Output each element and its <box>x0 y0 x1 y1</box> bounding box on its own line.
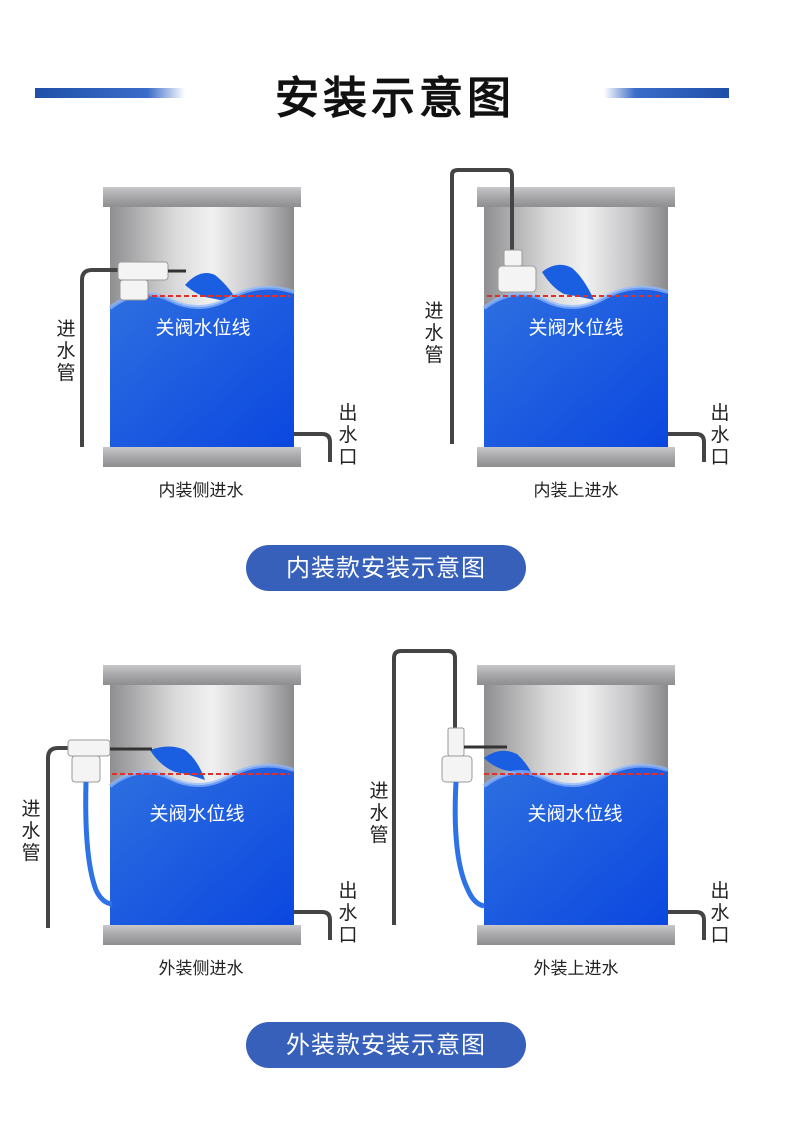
tank-top-plate <box>477 187 675 207</box>
tank-top-plate <box>477 665 675 685</box>
title-decor-left <box>35 88 185 98</box>
close-level-label: 关阀水位线 <box>149 803 245 825</box>
section-pill-outer: 外装款安装示意图 <box>246 1022 526 1068</box>
inlet-pipe <box>80 268 120 447</box>
water-splash <box>542 264 594 300</box>
water-body <box>484 765 668 925</box>
water-splash <box>150 746 205 780</box>
title-decor-right <box>604 88 729 98</box>
diagram-caption: 外装侧进水 <box>158 959 244 979</box>
water-body <box>110 765 294 925</box>
float-valve <box>67 739 111 757</box>
close-level-label: 关阀水位线 <box>155 317 251 339</box>
inlet-label: 进水管 <box>21 798 41 864</box>
close-level-label: 关阀水位线 <box>527 803 623 825</box>
diagram-inner-side-inlet: 关阀水位线 进水管 出水口 内装侧进水 <box>0 180 395 520</box>
inlet-label: 进水管 <box>424 300 444 366</box>
water-body <box>110 287 294 447</box>
diagram-outer-side-inlet: 关阀水位线 进水管 出水口 外装侧进水 <box>0 658 395 998</box>
diagram-caption: 内装侧进水 <box>158 481 244 501</box>
diagram-inner-top-inlet: 关阀水位线 进水管 出水口 内装上进水 <box>372 160 767 501</box>
outlet-label: 出水口 <box>710 402 730 468</box>
inlet-pipe <box>46 746 70 928</box>
section-pill-inner: 内装款安装示意图 <box>246 545 526 591</box>
outlet-label: 出水口 <box>338 402 358 468</box>
inlet-pipe <box>450 168 514 444</box>
tank-top-plate <box>103 187 301 207</box>
outlet-label: 出水口 <box>338 880 358 946</box>
float-valve <box>503 249 523 267</box>
outlet-pipe <box>294 432 332 462</box>
close-level-label: 关阀水位线 <box>528 317 624 339</box>
outlet-pipe <box>668 432 706 462</box>
outlet-label: 出水口 <box>710 880 730 946</box>
diagram-caption: 内装上进水 <box>533 481 619 501</box>
outlet-pipe <box>668 910 706 940</box>
blue-hose <box>83 781 113 907</box>
page-title: 安装示意图 <box>275 73 515 124</box>
tank-bottom-plate <box>477 925 675 945</box>
outlet-pipe <box>294 910 332 940</box>
water-body <box>484 287 668 447</box>
diagram-outer-top-inlet: 关阀水位线 进水管 出水口 外装上进水 <box>369 638 767 979</box>
inlet-pipe <box>392 649 457 925</box>
float-valve <box>117 261 169 281</box>
inlet-label: 进水管 <box>56 318 76 384</box>
tank-bottom-plate <box>103 925 301 945</box>
blue-hose <box>452 781 485 909</box>
inlet-label: 进水管 <box>369 780 389 846</box>
tank-bottom-plate <box>477 447 675 467</box>
tank-bottom-plate <box>103 447 301 467</box>
diagram-caption: 外装上进水 <box>533 959 619 979</box>
float-valve <box>447 727 465 757</box>
tank-top-plate <box>103 665 301 685</box>
